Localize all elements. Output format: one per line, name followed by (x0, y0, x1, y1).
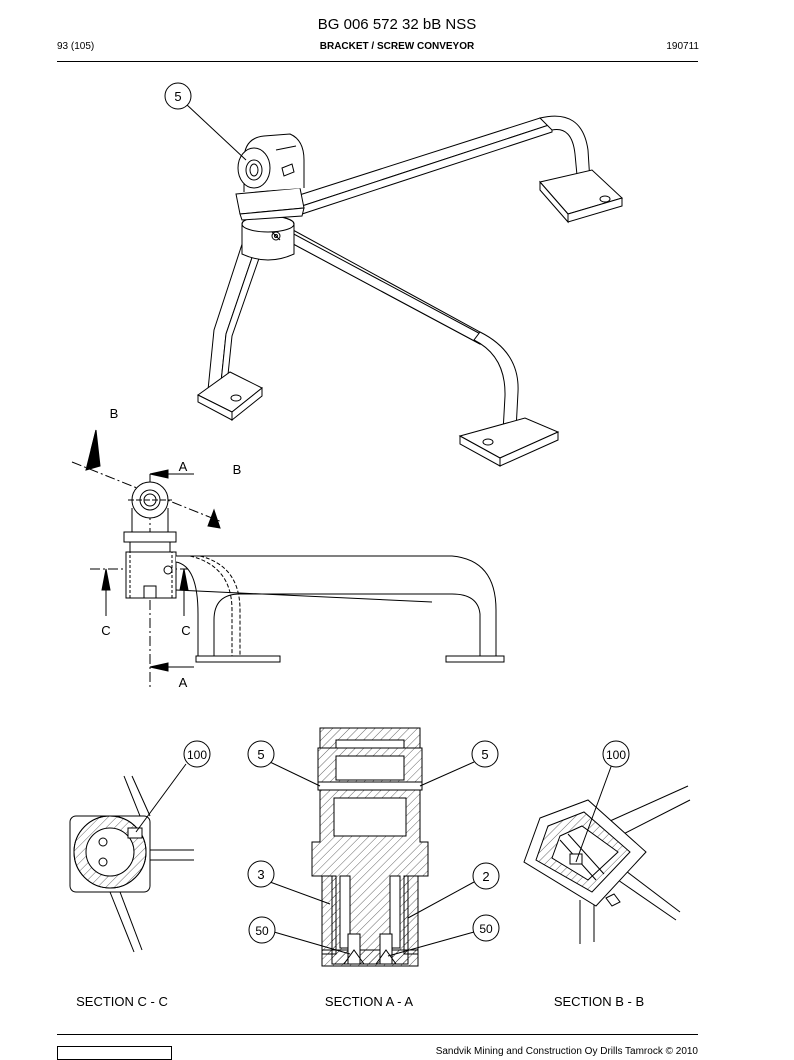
callout-label: 5 (257, 747, 264, 762)
section-cc-label: SECTION C - C (76, 994, 168, 1009)
marker-b-right: B (233, 462, 242, 477)
marker-b-top: B (110, 406, 119, 421)
header-rule (57, 61, 698, 62)
marker-c-left: C (101, 623, 110, 638)
callout-label: 2 (482, 869, 489, 884)
callout-aa-left-mid: 3 (247, 860, 275, 888)
section-cc (69, 763, 194, 953)
callout-label: 3 (257, 867, 264, 882)
callout-label: 50 (255, 924, 269, 938)
callout-top-item: 5 (164, 82, 192, 110)
callout-aa-right-bot: 50 (472, 914, 500, 942)
section-aa (269, 727, 475, 967)
footer-rule (57, 1034, 698, 1035)
view-markers: B A B C C A (101, 406, 241, 690)
document-date-code: 190711 (666, 41, 699, 52)
callout-aa-right-top: 5 (471, 740, 499, 768)
drawing-subtitle: BRACKET / SCREW CONVEYOR (319, 41, 475, 52)
callout-bb-item: 100 (602, 740, 630, 768)
callout-aa-right-mid: 2 (472, 862, 500, 890)
marker-a-top: A (179, 459, 188, 474)
callout-label: 100 (187, 748, 207, 762)
callout-label: 100 (606, 748, 626, 762)
section-labels: SECTION C - C SECTION A - A SECTION B - … (76, 994, 644, 1009)
callouts: 5 100 5 5 3 2 50 50 (164, 82, 630, 944)
callout-label: 5 (481, 747, 488, 762)
elevation-view (71, 429, 505, 688)
isometric-view (185, 103, 623, 467)
marker-c-right: C (181, 623, 190, 638)
page-number: 93 (105) (57, 41, 95, 52)
section-bb-label: SECTION B - B (554, 994, 644, 1009)
callout-cc-item: 100 (183, 740, 211, 768)
section-aa-label: SECTION A - A (325, 994, 413, 1009)
callout-label: 5 (174, 89, 181, 104)
callout-aa-left-top: 5 (247, 740, 275, 768)
section-bb (523, 763, 691, 944)
marker-a-bottom: A (179, 675, 188, 690)
copyright-notice: Sandvik Mining and Construction Oy Drill… (435, 1046, 698, 1057)
callout-aa-left-bot: 50 (248, 916, 276, 944)
brand-logo (57, 1046, 172, 1060)
callout-label: 50 (479, 922, 493, 936)
document-title: BG 006 572 32 bB NSS (317, 16, 477, 33)
